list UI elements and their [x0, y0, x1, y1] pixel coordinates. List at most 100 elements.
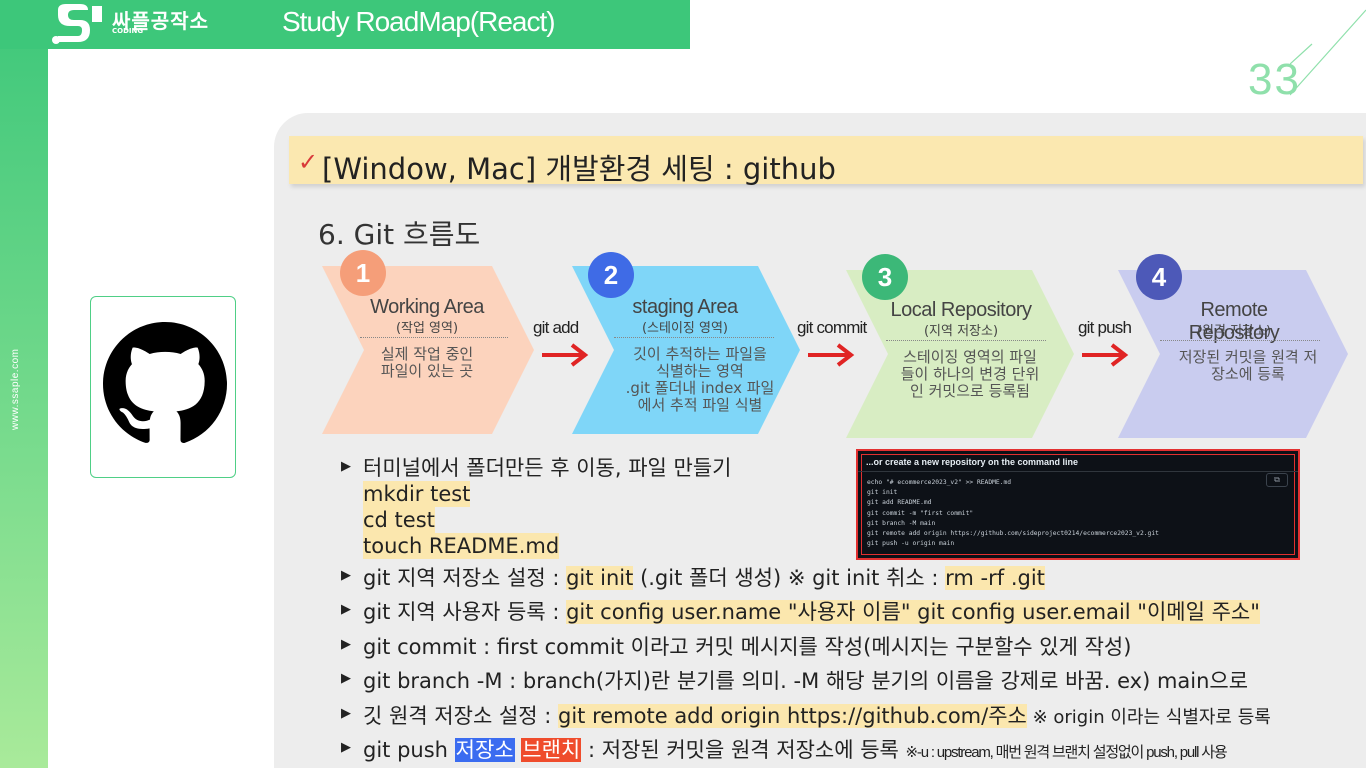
step-1-desc-line: 파일이 있는 곳: [380, 362, 474, 380]
step-3-title: Local Repository: [890, 299, 1032, 321]
bullet-git-push: git push 저장소 브랜치 : 저장된 커밋을 원격 저장소에 등록 ※-…: [363, 734, 1228, 764]
site-url: www.ssaple.com: [10, 348, 21, 430]
bullet-git-remote: 깃 원격 저장소 설정 : git remote add origin http…: [363, 700, 1271, 730]
side-stripe: [0, 0, 48, 768]
terminal-divider: [858, 471, 1298, 472]
step-1-number: 1: [340, 250, 386, 296]
step-2-desc-line: 식별하는 영역: [656, 362, 744, 380]
bullet-text: git 지역 사용자 등록 :: [363, 600, 567, 624]
terminal-commands: echo "# ecommerce2023_v2" >> README.md g…: [867, 478, 1159, 549]
code-snippet: git config user.name "사용자 이름" git config…: [566, 600, 1260, 624]
step-1-desc-line: 실제 작업 중인: [380, 345, 474, 363]
step-4-chevron: [1118, 270, 1348, 438]
step-3-divider: [886, 340, 1046, 341]
copy-icon: ⧉: [1266, 473, 1288, 487]
content-panel: [274, 113, 1366, 768]
triangle-bullet-icon: ▶: [341, 568, 351, 583]
step-4-number: 4: [1136, 254, 1182, 300]
bullet-git-branch: git branch -M : branch(가지)란 분기를 의미. -M 해…: [363, 669, 1249, 693]
terminal-line: git remote add origin https://github.com…: [867, 530, 1159, 538]
step-1-description: 실제 작업 중인 파일이 있는 곳: [352, 346, 502, 380]
triangle-bullet-icon: ▶: [341, 637, 351, 652]
corner-line-decoration: [1290, 9, 1366, 96]
terminal-line: git commit -m "first commit": [867, 509, 974, 517]
terminal-line: git branch -M main: [867, 519, 936, 527]
step-2-divider: [614, 337, 774, 338]
step-3-description: 스테이징 영역의 파일 들이 하나의 변경 단위 인 커밋으로 등록됨: [882, 349, 1058, 400]
step-2-title: staging Area: [632, 296, 738, 318]
step-2-number: 2: [588, 252, 634, 298]
step-3-number: 3: [862, 254, 908, 300]
bullet-text: : 저장된 커밋을 원격 저장소에 등록: [581, 738, 906, 762]
step-3-subtitle: (지역 저장소): [923, 324, 999, 339]
step-4-title: Remote Repository: [1188, 299, 1280, 344]
branch-tag: 브랜치: [521, 738, 582, 762]
triangle-bullet-icon: ▶: [341, 602, 351, 617]
triangle-bullet-icon: ▶: [341, 459, 351, 474]
step-2-desc-line: .git 폴더내 index 파일: [625, 379, 775, 397]
section-header-bar: [289, 136, 1363, 184]
bullet-git-init: git 지역 저장소 설정 : git init (.git 폴더 생성) ※ …: [363, 562, 1045, 592]
arrow-right-icon: [808, 343, 855, 367]
step-4-description: 저장된 커밋을 원격 저 장소에 등록: [1160, 349, 1336, 383]
bullet-text: 터미널에서 폴더만든 후 이동, 파일 만들기: [363, 456, 732, 480]
bullet-text: 깃 원격 저장소 설정 :: [363, 704, 559, 728]
step-3-desc-line: 스테이징 영역의 파일: [903, 348, 1037, 366]
arrow-right-icon: [542, 343, 589, 367]
code-snippet: git remote add origin https://github.com…: [558, 704, 1027, 728]
step-1-title: Working Area: [370, 296, 484, 318]
step-4-desc-line: 저장된 커밋을 원격 저: [1178, 348, 1318, 366]
step-1-divider: [360, 337, 508, 338]
terminal-line: git push -u origin main: [867, 540, 955, 548]
github-logo-card: [90, 296, 236, 478]
code-snippet: rm -rf .git: [945, 566, 1045, 590]
brand-logo-icon: [52, 4, 102, 44]
step-3-chevron: [846, 270, 1074, 438]
git-push-label: git push: [1078, 318, 1132, 337]
step-3-desc-line: 인 커밋으로 등록됨: [910, 382, 1030, 400]
check-icon: ✓: [298, 148, 319, 176]
brand-name: 싸플공작소: [112, 9, 209, 33]
bullet-text: (.git 폴더 생성) ※ git init 취소 :: [633, 566, 946, 590]
bullet-text: git push: [363, 738, 455, 762]
terminal-line: echo "# ecommerce2023_v2" >> README.md: [867, 479, 1012, 486]
code-snippet: mkdir test: [363, 481, 471, 507]
git-add-label: git add: [533, 318, 579, 337]
terminal-heading: ...or create a new repository on the com…: [866, 457, 1079, 467]
bullet-create-folder: 터미널에서 폴더만든 후 이동, 파일 만들기 mkdir test cd te…: [363, 455, 732, 559]
step-2-desc-line: 에서 추적 파일 식별: [637, 396, 763, 414]
step-4-divider: [1160, 340, 1320, 341]
bullet-note: ※ origin 이라는 식별자로 등록: [1026, 707, 1271, 728]
triangle-bullet-icon: ▶: [341, 671, 351, 686]
section-title: [Window, Mac] 개발환경 세팅 : github: [322, 152, 836, 186]
github-icon: [103, 322, 227, 443]
bullet-git-config: git 지역 사용자 등록 : git config user.name "사용…: [363, 596, 1260, 626]
step-1-chevron: [322, 266, 534, 434]
code-snippet: cd test: [363, 507, 435, 533]
terminal-highlight-border: [861, 454, 1295, 555]
bullet-text: git 지역 저장소 설정 :: [363, 566, 567, 590]
header-bar: 싸플공작소 CODING Study RoadMap(React): [0, 0, 690, 49]
brand-subtitle: CODING: [112, 27, 144, 35]
step-2-desc-line: 깃이 추적하는 파일을: [633, 345, 767, 363]
code-snippet: touch README.md: [363, 533, 560, 559]
bullet-note: ※-u : upstream, 매번 원격 브랜치 설정없이 push, pul…: [905, 744, 1228, 761]
terminal-screenshot: ...or create a new repository on the com…: [856, 449, 1300, 560]
arrow-right-icon: [1082, 343, 1129, 367]
step-4-subtitle: (원격 저장소): [1196, 324, 1272, 339]
triangle-bullet-icon: ▶: [341, 740, 351, 755]
terminal-line: git init: [867, 489, 898, 497]
code-snippet: git init: [566, 566, 634, 590]
step-2-chevron: [572, 266, 800, 434]
step-2-subtitle: (스테이징 영역): [641, 321, 729, 336]
page-number: 33: [1248, 55, 1301, 104]
flow-title: 6. Git 흐름도: [318, 218, 481, 251]
terminal-line: git add README.md: [867, 499, 932, 507]
step-2-description: 깃이 추적하는 파일을 식별하는 영역 .git 폴더내 index 파일 에서…: [612, 346, 788, 414]
step-4-desc-line: 장소에 등록: [1211, 365, 1285, 383]
triangle-bullet-icon: ▶: [341, 706, 351, 721]
page-title: Study RoadMap(React): [282, 6, 556, 37]
step-1-subtitle: (작업 영역): [395, 321, 459, 336]
repository-tag: 저장소: [454, 738, 515, 762]
git-commit-label: git commit: [797, 318, 867, 337]
